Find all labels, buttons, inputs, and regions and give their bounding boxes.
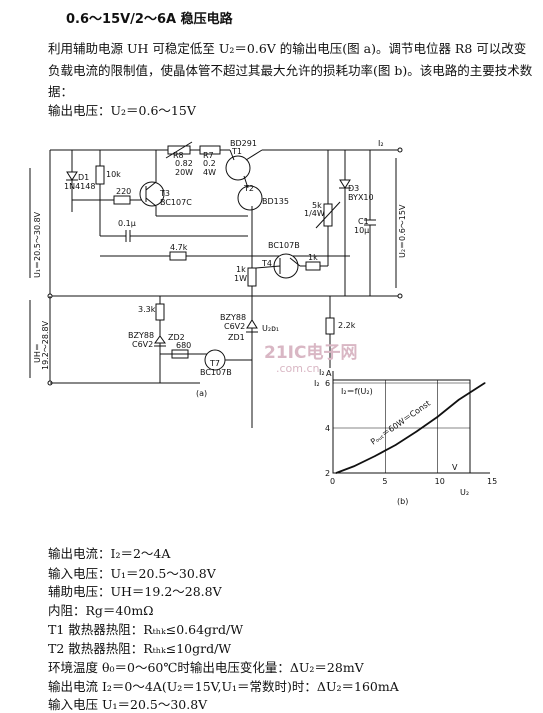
label-a: A <box>326 369 332 378</box>
spec-line-2: 输入电压：U₁＝20.5～30.8V <box>48 566 216 581</box>
spec-line-6: T2 散热器热阻：Rₜₕₖ≤10grd/W <box>48 641 232 656</box>
label-c6v2-b: C6V2 <box>224 322 245 331</box>
label-r7: R7 <box>203 151 214 160</box>
intro-line-1: 利用辅助电源 UH 可稳定低至 U₂＝0.6V 的输出电压(图 a)。调节电位器… <box>48 41 527 56</box>
label-1w: 1W <box>234 274 247 283</box>
label-bd291: BD291 <box>230 139 257 148</box>
label-byx10: BYX10 <box>348 193 374 202</box>
page-title: 0.6～15V/2～6A 稳压电路 <box>66 12 233 27</box>
label-t3: T3 <box>159 189 170 198</box>
label-t2: T2 <box>243 184 254 193</box>
label-10k: 10k <box>106 170 121 179</box>
label-c6v2-a: C6V2 <box>132 340 153 349</box>
label-r7-w: 4W <box>203 168 216 177</box>
spec-line-7: 环境温度 θ₀＝0～60℃时输出电压变化量：ΔU₂＝28mV <box>48 660 364 675</box>
label-bd135: BD135 <box>262 197 289 206</box>
label-5k: 5k <box>312 201 322 210</box>
label-bzy88-b: BZY88 <box>220 313 246 322</box>
label-1n4148: 1N4148 <box>64 182 95 191</box>
label-680: 680 <box>176 341 191 350</box>
label-2-2k: 2.2k <box>338 321 356 330</box>
spec-line-9: 输入电压 U₁＝20.5～30.8V <box>48 697 208 712</box>
spec-line-5: T1 散热器热阻：Rₜₕₖ≤0.64grd/W <box>48 622 244 637</box>
label-r8-w: 20W <box>175 168 193 177</box>
label-r8: R8 <box>173 151 184 160</box>
label-bc107b: BC107B <box>268 241 300 250</box>
intro-line-2: 负载电流的限制值，使晶体管不超过其最大允许的损耗功率(图 b)。该电路的主要技术… <box>48 63 533 78</box>
label-cap-01u: 0.1μ <box>118 219 136 228</box>
fig-a-label: (a) <box>196 389 207 398</box>
label-c1-val: 10μ <box>354 226 369 235</box>
watermark: 21IC电子网 <box>264 342 357 363</box>
label-uh: UH＝ <box>33 343 42 363</box>
label-bc107c: BC107C <box>160 198 192 207</box>
intro-line-4: 输出电压：U₂＝0.6～15V <box>48 103 196 118</box>
label-uh-val: 19.2～28.8V <box>41 320 50 370</box>
label-1-4w: 1/4W <box>304 209 325 218</box>
label-i2-a: I₂ <box>314 379 320 388</box>
label-c1: C1 <box>358 217 369 226</box>
circuit-diagram: BD291 T1 R8 0.82 20W R7 0.2 4W T2 BD135 … <box>29 139 407 428</box>
label-zd1: ZD1 <box>228 333 245 342</box>
label-r8-val: 0.82 <box>175 159 193 168</box>
label-bzy88-a: BZY88 <box>128 331 154 340</box>
label-t7: T7 <box>209 359 220 368</box>
label-zd2: ZD2 <box>168 333 185 342</box>
watermark-domain: .com.cn <box>276 362 320 375</box>
label-uzd1: U₂ᴅ₁ <box>262 324 279 333</box>
spec-line-8: 输出电流 I₂＝0～4A(U₂＝15V,U₁＝常数时)时：ΔU₂＝160mA <box>48 679 399 694</box>
label-i2-top: I₂ <box>378 139 384 148</box>
label-d1: D1 <box>78 173 89 182</box>
spec-line-1: 输出电流：I₂＝2～4A <box>48 546 171 561</box>
label-220: 220 <box>116 187 131 196</box>
label-u2-range: U₂＝0.6～15V <box>398 204 407 258</box>
intro-line-3: 据： <box>48 84 74 99</box>
label-1k: 1k <box>236 265 246 274</box>
spec-line-4: 内阻：Rg＝40mΩ <box>48 603 154 618</box>
label-1k-2: 1k <box>308 253 318 262</box>
label-d3: D3 <box>348 184 359 193</box>
label-r7-val: 0.2 <box>203 159 216 168</box>
label-t1: T1 <box>231 147 242 156</box>
label-u1-range: U₁＝20.5～30.8V <box>33 211 42 278</box>
label-3-3k: 3.3k <box>138 305 156 314</box>
label-t4: T4 <box>261 259 272 268</box>
label-bc107b-2: BC107B <box>200 368 232 377</box>
spec-line-3: 辅助电压：UH＝19.2～28.8V <box>48 584 222 599</box>
label-4-7k: 4.7k <box>170 243 188 252</box>
